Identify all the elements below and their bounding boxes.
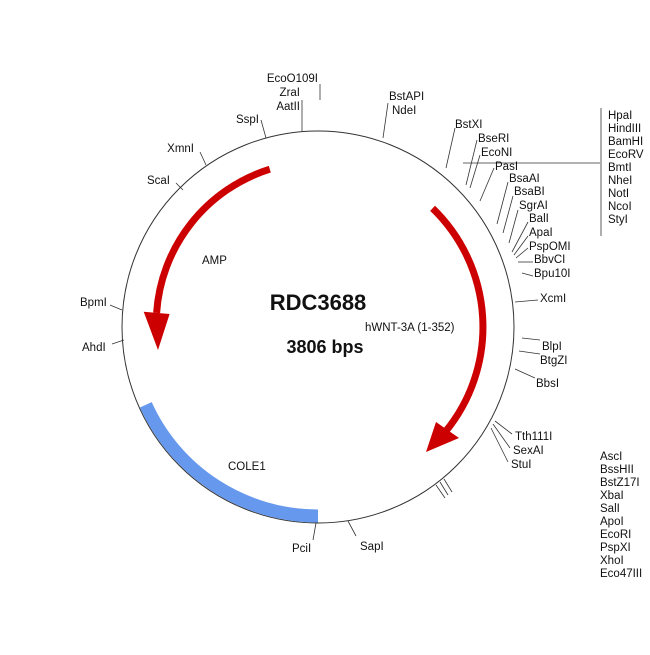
enzyme-site-label: SspI: [236, 114, 259, 126]
enzyme-site-label: SexAI: [513, 445, 544, 457]
cole1-label: COLE1: [228, 461, 266, 473]
enzyme-site-label: HpaI: [608, 110, 632, 122]
enzyme-site-label: BbvCI: [534, 254, 565, 266]
enzyme-site-label: BstXI: [455, 119, 482, 131]
enzyme-site-label: Eco47III: [600, 568, 642, 580]
enzyme-site-label: BstZ17I: [600, 477, 640, 489]
enzyme-site-label: EcoO109I: [267, 73, 318, 85]
enzyme-site-label: BtgZI: [540, 355, 567, 367]
amp-feature-arrow: [143, 165, 271, 350]
enzyme-site-label: AhdI: [82, 342, 106, 354]
enzyme-site-label: BssHII: [600, 464, 634, 476]
enzyme-site-label: XcmI: [540, 293, 566, 305]
enzyme-site-label: HindIII: [608, 123, 641, 135]
plasmid-size: 3806 bps: [286, 337, 363, 357]
enzyme-site-label: SalI: [600, 503, 620, 515]
enzyme-leader-lines: [109, 84, 602, 541]
enzyme-site-label: BmtI: [608, 162, 632, 174]
enzyme-site-label: EcoRI: [600, 529, 631, 541]
enzyme-site-label: PasI: [495, 161, 518, 173]
enzyme-site-label: NdeI: [392, 105, 416, 117]
enzyme-site-label: BalI: [529, 213, 549, 225]
enzyme-site-label: NotI: [608, 188, 629, 200]
enzyme-site-label: SapI: [360, 541, 384, 553]
enzyme-site-label: StyI: [608, 214, 628, 226]
enzyme-site-label: ZraI: [280, 87, 300, 99]
enzyme-site-label: Bpu10I: [534, 268, 570, 280]
enzyme-site-label: ApaI: [529, 227, 553, 239]
enzyme-site-label: ApoI: [600, 516, 624, 528]
enzyme-site-label: BamHI: [608, 136, 643, 148]
enzyme-site-label: ScaI: [147, 175, 170, 187]
plasmid-name: RDC3688: [270, 290, 367, 315]
enzyme-site-label: BlpI: [542, 341, 562, 353]
enzyme-site-label: XmnI: [167, 143, 194, 155]
enzyme-site-label: EcoRV: [608, 149, 644, 161]
enzyme-site-label: XbaI: [600, 490, 624, 502]
enzyme-labels: EcoO109I ZraI AatII SspI XmnI ScaI BstAPI NdeI B…: [80, 73, 644, 580]
enzyme-site-label: StuI: [511, 459, 531, 471]
enzyme-site-label: BseRI: [478, 133, 509, 145]
enzyme-site-label: BbsI: [536, 378, 559, 390]
enzyme-site-label: AatII: [276, 101, 300, 113]
enzyme-site-label: SgrAI: [519, 200, 548, 212]
enzyme-site-label: XhoI: [600, 555, 624, 567]
enzyme-site-label: PciI: [292, 543, 311, 555]
enzyme-site-label: BsaAI: [509, 173, 540, 185]
enzyme-site-label: NheI: [608, 175, 632, 187]
insert-feature-arrow: [426, 205, 487, 452]
enzyme-site-label: AscI: [600, 451, 622, 463]
enzyme-site-label: PspOMI: [529, 241, 571, 253]
enzyme-site-label: EcoNI: [481, 147, 512, 159]
enzyme-site-label: NcoI: [608, 201, 632, 213]
amp-label: AMP: [202, 255, 227, 267]
enzyme-site-label: BpmI: [80, 297, 107, 309]
enzyme-site-label: PspXI: [600, 542, 631, 554]
enzyme-site-label: BstAPI: [389, 91, 424, 103]
cole1-feature-arc: [139, 402, 319, 523]
enzyme-site-label: Tth111I: [515, 431, 552, 443]
enzyme-site-label: BsaBI: [514, 186, 545, 198]
insert-label: hWNT-3A (1-352): [365, 322, 455, 334]
plasmid-backbone: [121, 130, 515, 524]
